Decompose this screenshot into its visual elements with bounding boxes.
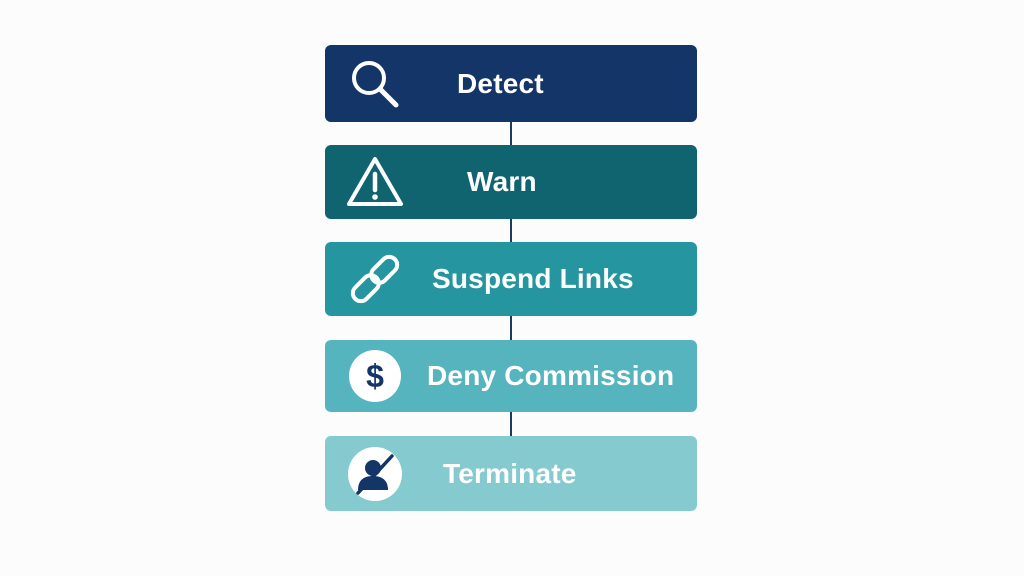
user-blocked-icon [345,444,405,504]
dollar-icon: $ [345,346,405,406]
step-label: Detect [457,67,544,99]
step-detect: Detect [325,45,697,122]
step-warn: Warn [325,145,697,219]
warning-icon [345,152,405,212]
connector-line [510,122,512,145]
step-terminate: Terminate [325,436,697,511]
connector-line [510,412,512,436]
connector-line [510,219,512,242]
link-icon [345,249,405,309]
step-deny-commission: $ Deny Commission [325,340,697,412]
step-label: Warn [467,166,537,197]
step-label: Suspend Links [432,263,634,294]
step-label: Deny Commission [427,360,675,391]
step-suspend-links: Suspend Links [325,242,697,316]
search-icon [345,54,405,114]
svg-text:$: $ [366,358,384,394]
connector-line [510,316,512,340]
step-label: Terminate [443,457,577,489]
